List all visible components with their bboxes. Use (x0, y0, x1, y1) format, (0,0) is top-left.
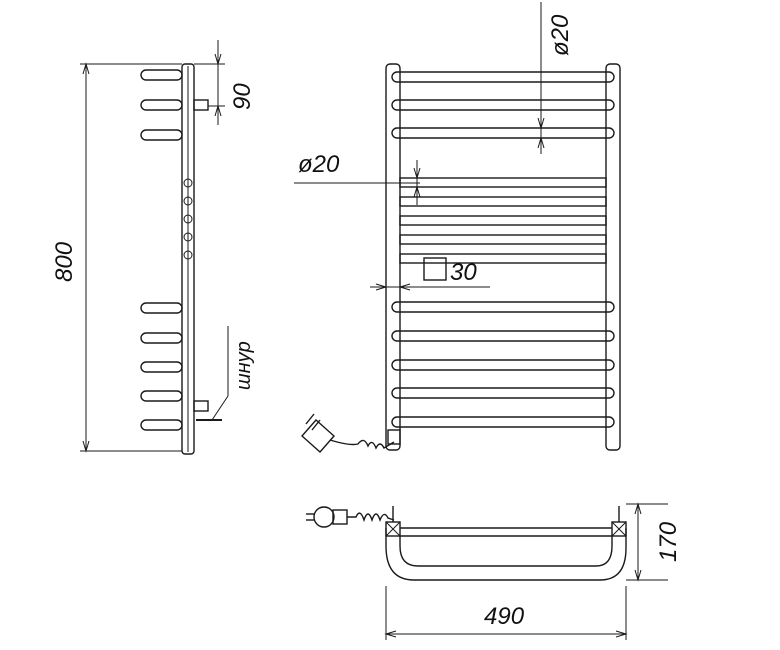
top-view-power-plug (306, 506, 395, 528)
top-view: 170 490 (306, 502, 682, 640)
front-right-post (605, 63, 621, 451)
front-view: ø20 ø20 30 (294, 2, 621, 453)
top-view-loop-outer (385, 528, 627, 581)
dim-800-label: 800 (51, 241, 78, 282)
dim-90-label: 90 (229, 83, 256, 110)
side-bottom-pipes (140, 302, 183, 431)
dimension-height: 800 (51, 62, 182, 453)
dimension-top-offset: 90 (194, 40, 256, 125)
side-bracket-top (193, 99, 209, 111)
front-top-bars (391, 71, 615, 139)
side-top-pipes (140, 69, 183, 141)
top-view-end-right (611, 521, 627, 537)
top-view-loop-inner (399, 536, 613, 567)
dimension-frame-square: 30 (370, 257, 490, 291)
dim-square-label: 30 (450, 259, 477, 286)
front-power-plug (301, 413, 401, 453)
dim-pipe-mid-label: ø20 (298, 151, 340, 178)
top-view-end-left (385, 521, 401, 537)
dim-pipe-top-label: ø20 (547, 14, 574, 56)
front-flat-bars (399, 177, 607, 264)
square-symbol (423, 257, 447, 281)
dim-170-label: 170 (655, 521, 682, 562)
front-left-post (385, 63, 401, 451)
side-post (181, 63, 195, 455)
dim-490-label: 490 (484, 603, 525, 630)
dimension-pipe-top: ø20 (537, 2, 574, 154)
side-bolts (183, 178, 193, 260)
side-bracket-bottom (193, 400, 209, 412)
front-bottom-bars (391, 301, 615, 428)
dimension-width: 490 (384, 586, 628, 640)
side-view: 800 90 шнур (51, 40, 256, 455)
cord-callout: шнур (211, 326, 255, 421)
dimension-depth: 170 (626, 502, 682, 582)
cord-label: шнур (233, 341, 255, 390)
dimension-pipe-mid: ø20 (294, 151, 421, 205)
